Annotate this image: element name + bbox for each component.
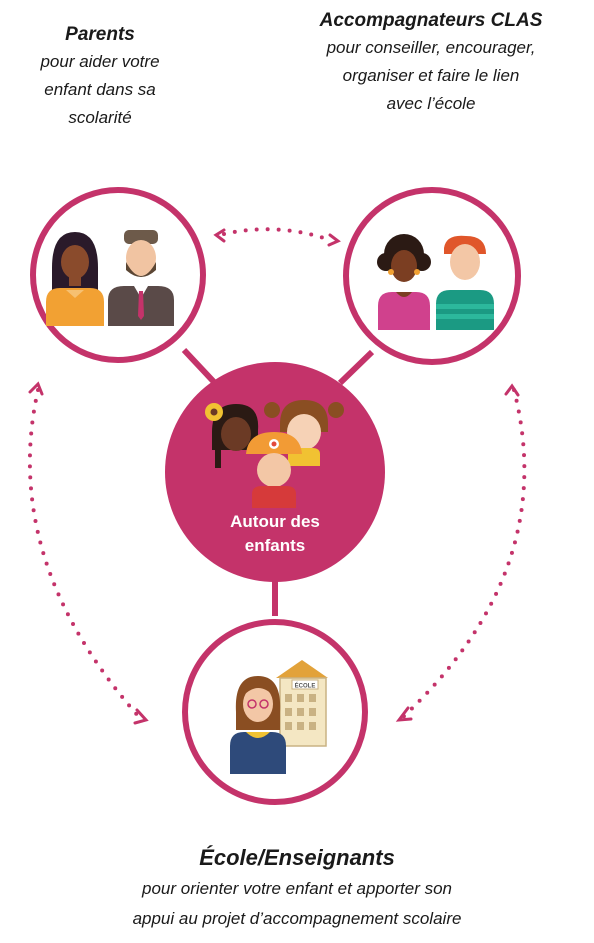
parents-caption: Parents pour aider votre enfant dans sa … — [0, 22, 200, 132]
accompagnateurs-title: Accompagnateurs CLAS — [319, 10, 543, 31]
parents-icon — [46, 230, 174, 326]
ecole-title: École/Enseignants — [199, 845, 395, 870]
accompagnateurs-caption: Accompagnateurs CLAS pour conseiller, en… — [272, 8, 590, 118]
dotted-arrow-icon — [395, 383, 527, 722]
school-sign: ÉCOLE — [295, 682, 316, 690]
accompagnateurs-node — [343, 187, 521, 365]
connector-line-parents — [181, 347, 217, 385]
parents-title: Parents — [65, 24, 135, 45]
ecole-node: ÉCOLE — [182, 619, 368, 805]
ecole-caption: École/Enseignants pour orienter votre en… — [20, 842, 574, 934]
accompagnateurs-icon — [377, 234, 494, 330]
connector-line-accompagnateurs — [337, 349, 375, 386]
children-icon — [205, 400, 344, 508]
center-label-line1: Autour des — [230, 512, 320, 531]
ecole-text: pour orienter votre enfant et apporter s… — [132, 879, 462, 928]
center-label-line2: enfants — [245, 536, 305, 555]
parents-node — [30, 187, 206, 363]
accompagnateurs-text: pour conseiller, encourager, organiser e… — [326, 38, 536, 113]
dotted-arrow-icon — [213, 227, 341, 247]
parents-text: pour aider votre enfant dans sa scolarit… — [40, 52, 160, 127]
center-node: Autour des enfants — [165, 362, 385, 582]
dotted-arrow-icon — [27, 381, 149, 725]
teacher-school-icon: ÉCOLE — [230, 660, 328, 774]
